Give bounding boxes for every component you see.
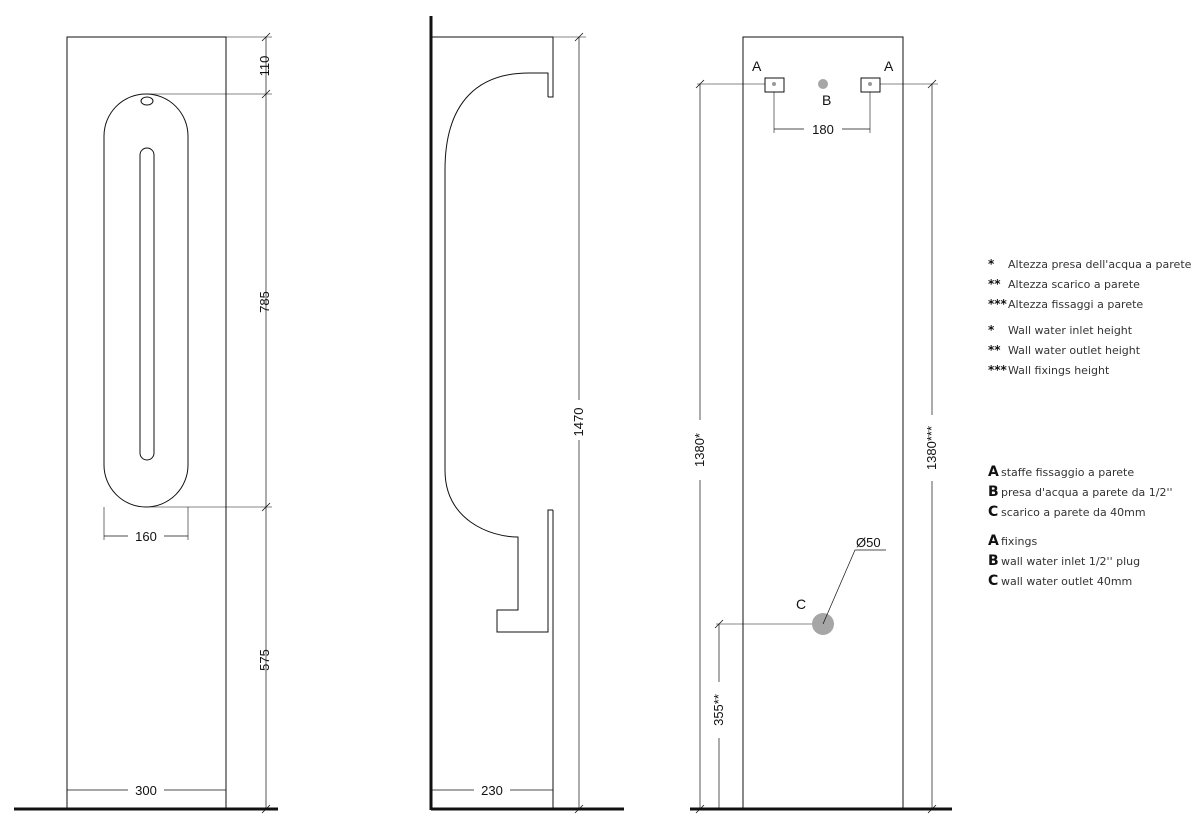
outlet-diameter-dim: Ø50 bbox=[856, 535, 881, 550]
legend-heights-it: *Altezza presa dell'acqua a parete **Alt… bbox=[988, 254, 1191, 314]
point-label-c: C bbox=[796, 596, 806, 612]
legend-heights-en: *Wall water inlet height **Wall water ou… bbox=[988, 320, 1140, 380]
side-view bbox=[429, 16, 624, 814]
rear-inlet-height-dim: 1380* bbox=[692, 433, 707, 467]
legend-row: ***Altezza fissaggi a parete bbox=[988, 297, 1144, 311]
point-label-b: B bbox=[822, 92, 831, 108]
fixing-bracket-right bbox=[860, 77, 881, 93]
front-top-dim: 110 bbox=[257, 56, 272, 77]
rear-fix-height-dim: 1380*** bbox=[924, 426, 939, 470]
outlet-diameter-leader bbox=[822, 549, 856, 625]
legend-row: **Wall water outlet height bbox=[988, 343, 1141, 357]
side-panel-outline bbox=[431, 36, 554, 98]
fixing-bracket-left bbox=[764, 77, 785, 93]
legend-row: ***Wall fixings height bbox=[988, 363, 1110, 377]
point-label-a-right: A bbox=[884, 58, 894, 74]
water-inlet-mark bbox=[818, 79, 828, 89]
front-bottom-dim: 575 bbox=[257, 649, 272, 671]
side-height-dim: 1470 bbox=[571, 408, 586, 437]
legend-row: *Altezza presa dell'acqua a parete bbox=[988, 257, 1192, 271]
side-depth-dim: 230 bbox=[481, 783, 503, 798]
side-basin-profile bbox=[444, 72, 553, 633]
legend-row: **Altezza scarico a parete bbox=[988, 277, 1140, 291]
front-width-dim: 300 bbox=[135, 783, 157, 798]
legend-row: *Wall water inlet height bbox=[988, 323, 1133, 337]
front-oval-width-dim: 160 bbox=[135, 529, 157, 544]
front-mid-dim: 785 bbox=[257, 291, 272, 313]
rear-outlet-height-dim: 355** bbox=[711, 694, 726, 726]
fixing-spacing-dim: 180 bbox=[812, 122, 834, 137]
front-slot bbox=[139, 147, 155, 461]
front-oval-opening bbox=[103, 93, 189, 508]
rear-view bbox=[690, 36, 952, 814]
front-oval-hole bbox=[140, 96, 154, 106]
rear-panel-outline bbox=[742, 36, 904, 810]
front-panel-outline bbox=[66, 36, 227, 810]
front-view bbox=[14, 32, 278, 814]
point-label-a-left: A bbox=[752, 58, 762, 74]
